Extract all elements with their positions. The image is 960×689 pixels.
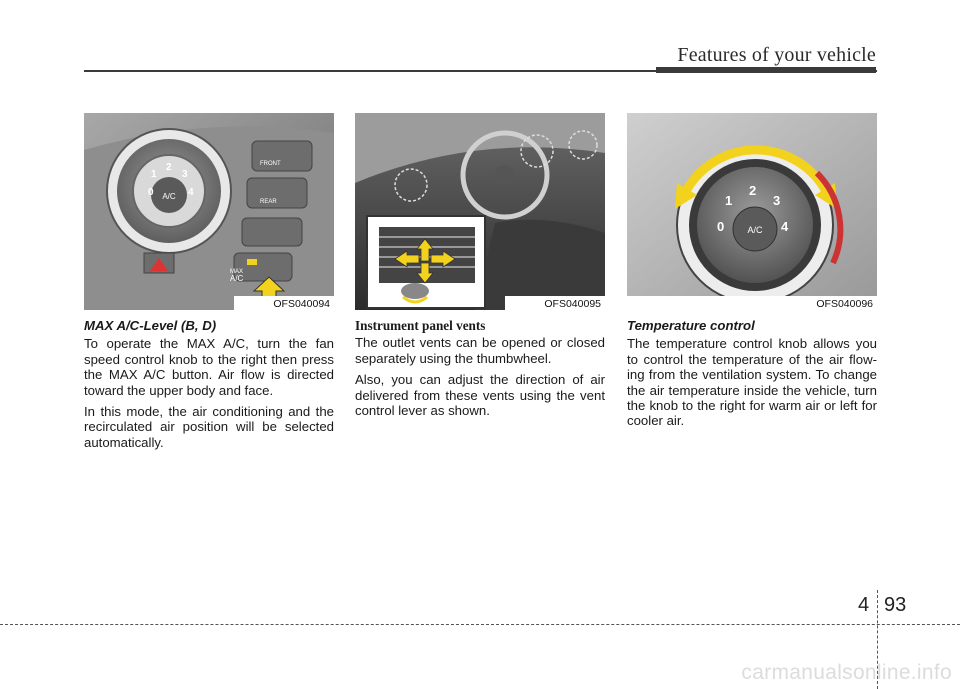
vent-highlight-left [394, 168, 428, 202]
temperature-knob-illustration: A/C 0 1 2 3 4 OFS040096 [627, 113, 877, 310]
header-rule [84, 70, 877, 72]
arrow-up-icon [416, 238, 434, 262]
section-number: 4 [858, 594, 870, 616]
paragraph: The outlet vents can be opened or closed… [355, 335, 605, 366]
vent-highlight-right [568, 130, 598, 160]
section-heading: Instrument panel vents [355, 318, 486, 333]
hazard-icon [150, 258, 168, 271]
figure-temperature-knob: A/C 0 1 2 3 4 OFS040096 [627, 113, 877, 310]
figure-code: OFS040095 [544, 298, 601, 310]
thumbwheel-arrow-icon [402, 295, 428, 304]
arrow-left-icon [394, 250, 420, 268]
header-rule-accent [656, 67, 876, 73]
knob-ac-label: A/C [162, 192, 176, 201]
rear-button-label: REAR [260, 199, 277, 205]
page-number: 93 [884, 594, 907, 616]
knob-number-4: 4 [188, 187, 194, 198]
figure-max-ac-panel: A/C 0 1 2 3 4 FRONT REAR MAX A/C OFS0400… [84, 113, 334, 310]
paragraph: Also, you can adjust the direction of ai… [355, 372, 605, 419]
footer-rule [0, 624, 960, 625]
knob-number-0: 0 [717, 219, 724, 234]
vent-highlight-center [520, 134, 554, 168]
paragraph: To operate the MAX A/C, turn the fan spe… [84, 336, 334, 398]
dashboard-vents-illustration: OFS040095 [355, 113, 605, 310]
figure-code: OFS040096 [816, 298, 873, 310]
knob-number-1: 1 [151, 169, 157, 180]
section-heading: Temperature control [627, 318, 755, 333]
page-header-title: Features of your vehicle [677, 44, 876, 66]
section-heading: MAX A/C-Level (B, D) [84, 318, 217, 333]
footer-divider [877, 590, 878, 689]
figure-instrument-vents: OFS040095 [355, 113, 605, 310]
figure-code: OFS040094 [273, 298, 330, 310]
front-defrost-button [251, 140, 313, 172]
max-button-label: MAX [230, 269, 243, 275]
knob-number-2: 2 [749, 183, 756, 198]
rear-defrost-button [246, 177, 308, 209]
front-button-label: FRONT [260, 161, 281, 167]
knob-number-0: 0 [148, 187, 154, 198]
arrow-right-icon [430, 250, 456, 268]
recirculation-button [241, 217, 303, 247]
column-instrument-vents: Instrument panel vents The outlet vents … [355, 318, 605, 424]
ac-button-label: A/C [230, 274, 244, 283]
climate-panel-illustration: A/C 0 1 2 3 4 FRONT REAR MAX A/C OFS0400… [84, 113, 334, 310]
knob-number-2: 2 [166, 162, 172, 173]
paragraph: The temperature control knob allows you … [627, 336, 877, 429]
knob-number-3: 3 [182, 169, 188, 180]
knob-number-3: 3 [773, 193, 780, 208]
knob-number-4: 4 [781, 219, 789, 234]
column-max-ac: MAX A/C-Level (B, D) To operate the MAX … [84, 318, 334, 456]
arrow-left-icon [675, 183, 697, 209]
column-temperature-control: Temperature control The temperature cont… [627, 318, 877, 435]
knob-number-1: 1 [725, 193, 732, 208]
knob-ac-label: A/C [747, 225, 763, 235]
watermark: carmanualsonline.info [741, 661, 952, 684]
paragraph: In this mode, the air conditioning and t… [84, 404, 334, 450]
arrow-down-icon [416, 262, 434, 284]
rotation-arc-icon [681, 145, 831, 196]
